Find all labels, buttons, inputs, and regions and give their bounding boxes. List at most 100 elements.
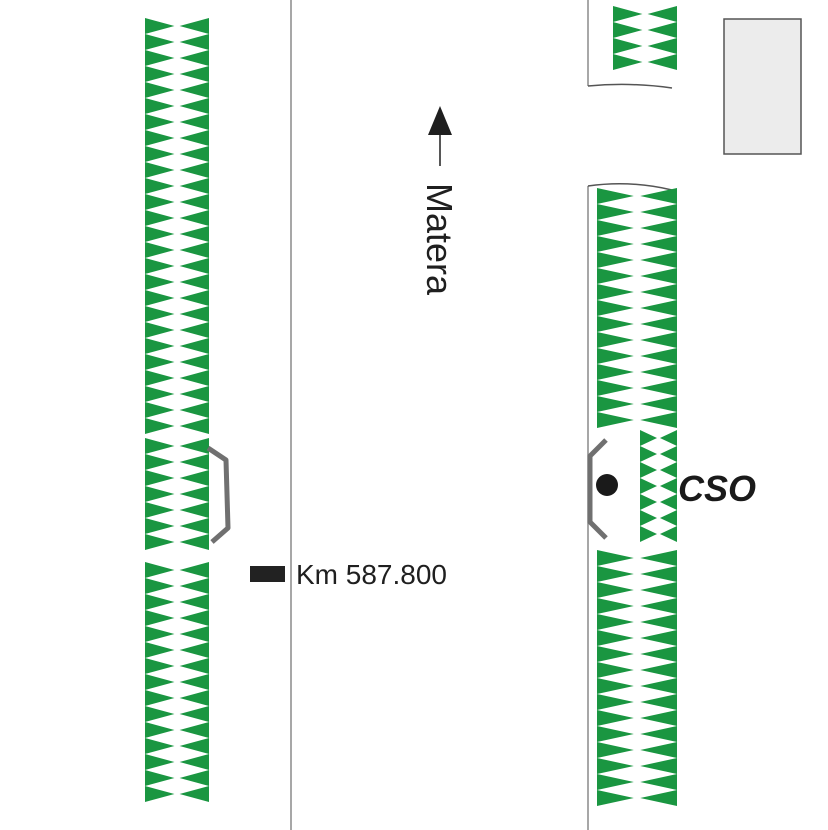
hedge-leaf — [659, 526, 677, 542]
hedge-leaf — [145, 594, 175, 610]
hedge-right-upper — [597, 188, 677, 428]
hedge-leaf — [597, 364, 634, 380]
arrow-up-icon — [428, 106, 452, 166]
hedge-leaf — [597, 630, 634, 646]
hedge-leaf — [145, 162, 175, 178]
hedge-leaf — [179, 722, 209, 738]
hedge-leaf — [145, 454, 175, 470]
hedge-leaf — [145, 438, 175, 454]
hedge-leaf — [179, 226, 209, 242]
hedge-leaf — [145, 290, 175, 306]
hedge-leaf — [179, 338, 209, 354]
hedge-leaf — [145, 146, 175, 162]
hedge-leaf — [145, 610, 175, 626]
hedge-leaf — [640, 758, 677, 774]
hedge-leaf — [145, 518, 175, 534]
hedge-leaf — [179, 674, 209, 690]
hedge-leaf — [640, 380, 677, 396]
hedge-leaf — [597, 204, 634, 220]
hedge-leaf — [145, 242, 175, 258]
station-dot-icon — [596, 474, 618, 496]
hedge-left-upper — [145, 18, 209, 434]
hedge-leaf — [179, 146, 209, 162]
hedge-leaf — [179, 114, 209, 130]
hedge-leaf — [145, 658, 175, 674]
hedge-leaf — [640, 662, 677, 678]
station-label: CSO — [678, 468, 756, 509]
hedge-leaf — [179, 754, 209, 770]
hedge-leaf — [640, 598, 677, 614]
hedge-leaf — [145, 690, 175, 706]
hedge-leaf — [597, 566, 634, 582]
hedge-leaf — [179, 194, 209, 210]
hedge-leaf — [179, 18, 209, 34]
hedge-leaf — [145, 178, 175, 194]
hedge-leaf — [597, 332, 634, 348]
hedge-leaf — [640, 678, 677, 694]
hedge-leaf — [597, 412, 634, 428]
hedge-leaf — [145, 354, 175, 370]
hedge-leaf — [597, 284, 634, 300]
hedge-leaf — [179, 486, 209, 502]
hedge-leaf — [145, 98, 175, 114]
hedge-left-lower — [145, 562, 209, 802]
hedge-leaf — [145, 626, 175, 642]
hedge-leaf — [179, 594, 209, 610]
hedge-leaf — [145, 502, 175, 518]
hedge-leaf — [179, 210, 209, 226]
hedge-leaf — [640, 526, 658, 542]
hedge-leaf — [145, 754, 175, 770]
hedge-leaf — [597, 710, 634, 726]
hedge-leaf — [145, 470, 175, 486]
hedge-leaf — [597, 790, 634, 806]
hedge-leaf — [640, 300, 677, 316]
hedge-leaf — [145, 706, 175, 722]
hedge-leaf — [597, 252, 634, 268]
hedge-leaf — [640, 630, 677, 646]
hedge-leaf — [640, 446, 658, 462]
guardrail-right — [587, 438, 608, 540]
hedge-leaf — [597, 678, 634, 694]
hedge-leaf — [179, 274, 209, 290]
hedge-leaf — [659, 510, 677, 526]
hedge-leaf — [145, 738, 175, 754]
hedge-leaf — [145, 82, 175, 98]
hedge-leaf — [640, 774, 677, 790]
hedge-leaf — [179, 658, 209, 674]
hedge-leaf — [640, 220, 677, 236]
hedge-leaf — [659, 478, 677, 494]
hedge-leaf — [179, 178, 209, 194]
hedge-leaf — [179, 130, 209, 146]
hedge-leaf — [145, 786, 175, 802]
hedge-leaf — [640, 332, 677, 348]
hedge-leaf — [640, 316, 677, 332]
side-road-edge-upper — [587, 83, 673, 89]
hedge-leaf — [145, 338, 175, 354]
hedge-leaf — [179, 418, 209, 434]
hedge-leaf — [597, 220, 634, 236]
hedge-leaf — [179, 50, 209, 66]
hedge-leaf — [597, 236, 634, 252]
hedge-leaf — [179, 370, 209, 386]
hedge-leaf — [145, 418, 175, 434]
hedge-leaf — [179, 402, 209, 418]
hedge-leaf — [179, 66, 209, 82]
hedge-leaf — [179, 786, 209, 802]
hedge-leaf — [145, 770, 175, 786]
hedge-leaf — [179, 306, 209, 322]
hedge-leaf — [179, 562, 209, 578]
hedge-leaf — [613, 38, 643, 54]
side-road-edge-lower — [587, 183, 673, 191]
hedge-leaf — [640, 742, 677, 758]
hedge-leaf — [145, 486, 175, 502]
hedge-leaf — [647, 22, 677, 38]
hedge-leaf — [659, 446, 677, 462]
hedge-leaf — [179, 34, 209, 50]
hedge-right-lower — [597, 550, 677, 806]
guardrail-left — [206, 445, 231, 544]
hedge-leaf — [145, 210, 175, 226]
hedge-leaf — [179, 502, 209, 518]
hedge-leaf — [179, 690, 209, 706]
hedge-leaf — [640, 236, 677, 252]
km-marker-icon — [250, 566, 285, 582]
